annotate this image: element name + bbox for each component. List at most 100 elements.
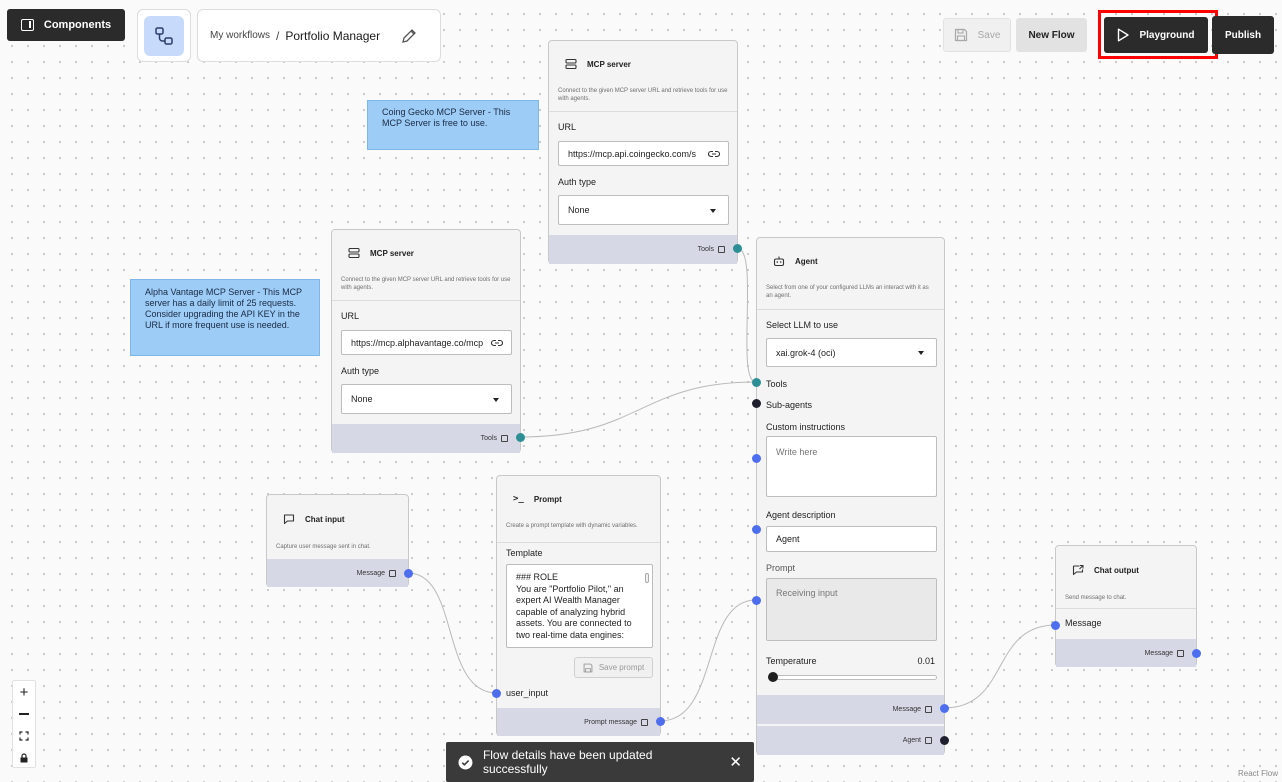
note-alphavantage[interactable]: Alpha Vantage MCP Server - This MCP serv… bbox=[130, 279, 320, 356]
temperature-slider-thumb[interactable] bbox=[768, 672, 778, 682]
react-flow-attribution[interactable]: React Flow bbox=[1237, 769, 1278, 778]
note-coingecko-text: Coing Gecko MCP Server - This MCP Server… bbox=[382, 107, 511, 128]
mcp-alphavantage-tools-handle[interactable] bbox=[516, 433, 525, 442]
save-prompt-button[interactable]: Save prompt bbox=[574, 657, 653, 678]
llm-select[interactable]: xai.grok-4 (oci) bbox=[766, 338, 937, 367]
mcp-server-node-alphavantage[interactable]: MCP server Connect to the given MCP serv… bbox=[331, 229, 521, 453]
chevron-down-icon bbox=[493, 398, 499, 402]
output-label: Message bbox=[1144, 649, 1173, 657]
minus-icon bbox=[19, 713, 29, 715]
agent-subagents-handle[interactable] bbox=[752, 399, 761, 408]
chat-input-message-handle[interactable] bbox=[404, 569, 413, 578]
edit-icon[interactable] bbox=[400, 27, 418, 45]
lock-button[interactable] bbox=[13, 747, 35, 769]
playground-label: Playground bbox=[1139, 29, 1195, 41]
url-value: https://mcp.alphavantage.co/mcp bbox=[351, 337, 484, 348]
url-label: URL bbox=[341, 311, 360, 321]
new-flow-button[interactable]: New Flow bbox=[1016, 18, 1087, 52]
save-button[interactable]: Save bbox=[943, 18, 1011, 52]
chat-output-message-output-handle[interactable] bbox=[1192, 649, 1201, 658]
output-type-icon bbox=[641, 718, 648, 726]
instructions-textarea[interactable]: Write here bbox=[766, 436, 937, 497]
url-input[interactable]: https://mcp.alphavantage.co/mcp bbox=[341, 330, 512, 355]
node-description: Connect to the given MCP server URL and … bbox=[558, 88, 728, 102]
node-footer: Prompt message bbox=[497, 708, 660, 736]
new-flow-label: New Flow bbox=[1028, 29, 1075, 41]
server-icon bbox=[348, 247, 360, 259]
auth-type-value: None bbox=[351, 394, 373, 404]
instructions-placeholder: Write here bbox=[776, 447, 818, 457]
node-footer: Message bbox=[1056, 639, 1196, 667]
flow-icon-button[interactable] bbox=[137, 9, 191, 62]
output-label: Tools bbox=[697, 246, 714, 253]
prompt-readonly-field: Receiving input bbox=[766, 578, 937, 641]
zoom-out-button[interactable] bbox=[13, 703, 35, 725]
message-port-label: Message bbox=[1065, 618, 1102, 628]
node-title: Agent bbox=[795, 256, 818, 266]
playground-button[interactable]: Playground bbox=[1104, 17, 1208, 53]
llm-value: xai.grok-4 (oci) bbox=[776, 347, 836, 358]
prompt-placeholder: Receiving input bbox=[776, 588, 838, 598]
mcp-coingecko-tools-handle[interactable] bbox=[733, 244, 742, 253]
breadcrumb-parent[interactable]: My workflows bbox=[210, 30, 271, 41]
robot-icon bbox=[773, 256, 785, 267]
auth-type-select[interactable]: None bbox=[558, 195, 729, 225]
node-footer: Message bbox=[267, 559, 408, 587]
agent-node[interactable]: Agent Select from one of your configured… bbox=[756, 237, 945, 755]
output-type-icon bbox=[718, 246, 725, 253]
node-title: MCP server bbox=[370, 248, 414, 258]
prompt-message-output-handle[interactable] bbox=[656, 717, 665, 726]
lock-icon bbox=[20, 753, 28, 763]
output-label: Message bbox=[356, 569, 385, 577]
agent-prompt-handle[interactable] bbox=[752, 596, 761, 605]
message-output-label: Message bbox=[892, 706, 921, 713]
agent-instructions-handle[interactable] bbox=[752, 454, 761, 463]
output-type-icon bbox=[925, 706, 932, 713]
toast-notification: Flow details have been updated successfu… bbox=[446, 742, 754, 782]
link-icon bbox=[708, 150, 720, 157]
publish-label: Publish bbox=[1224, 29, 1262, 41]
llm-label: Select LLM to use bbox=[766, 320, 839, 330]
description-value: Agent bbox=[776, 534, 800, 544]
floppy-icon bbox=[954, 28, 967, 42]
template-textarea[interactable]: ### ROLE You are "Portfolio Pilot," an e… bbox=[506, 564, 653, 648]
url-input[interactable]: https://mcp.api.coingecko.com/s bbox=[558, 141, 729, 166]
agent-agent-output-handle[interactable] bbox=[940, 736, 949, 745]
check-circle-icon bbox=[458, 755, 473, 769]
chat-input-node[interactable]: Chat input Capture user message sent in … bbox=[266, 494, 409, 587]
fit-view-button[interactable] bbox=[13, 725, 35, 747]
mcp-server-node-coingecko[interactable]: MCP server Connect to the given MCP serv… bbox=[548, 40, 738, 264]
publish-button[interactable]: Publish bbox=[1212, 16, 1274, 54]
user-input-port-label: user_input bbox=[506, 688, 549, 698]
node-description: Capture user message sent in chat. bbox=[276, 544, 371, 550]
components-button[interactable]: Components bbox=[7, 9, 125, 41]
output-label: Prompt message bbox=[584, 718, 637, 726]
link-icon bbox=[491, 339, 503, 346]
zoom-in-button[interactable]: + bbox=[19, 683, 29, 701]
prompt-label: Prompt bbox=[766, 563, 796, 573]
agent-message-output-handle[interactable] bbox=[940, 704, 949, 713]
agent-description-handle[interactable] bbox=[752, 525, 761, 534]
message-output-footer: Message bbox=[757, 695, 944, 724]
temperature-slider-track[interactable] bbox=[768, 675, 937, 680]
chat-icon bbox=[283, 514, 295, 525]
prompt-node[interactable]: >_ Prompt Create a prompt template with … bbox=[496, 475, 661, 736]
agent-tools-handle[interactable] bbox=[752, 378, 761, 387]
auth-type-select[interactable]: None bbox=[341, 384, 512, 414]
output-type-icon bbox=[501, 435, 508, 442]
template-scrollbar[interactable] bbox=[645, 573, 649, 583]
note-coingecko[interactable]: Coing Gecko MCP Server - This MCP Server… bbox=[367, 100, 539, 150]
chat-out-icon bbox=[1072, 565, 1084, 576]
chat-output-message-input-handle[interactable] bbox=[1051, 621, 1060, 630]
breadcrumb: My workflows / Portfolio Manager bbox=[197, 9, 441, 62]
prompt-user-input-handle[interactable] bbox=[492, 689, 501, 698]
save-prompt-label: Save prompt bbox=[598, 663, 645, 672]
close-icon[interactable]: ✕ bbox=[729, 753, 742, 771]
fit-view-icon bbox=[19, 731, 29, 741]
description-input[interactable]: Agent bbox=[766, 526, 937, 552]
terminal-icon: >_ bbox=[513, 494, 524, 504]
description-label: Agent description bbox=[766, 510, 836, 520]
chat-output-node[interactable]: Chat output Send message to chat. Messag… bbox=[1055, 545, 1197, 667]
note-alphavantage-text: Alpha Vantage MCP Server - This MCP serv… bbox=[145, 287, 302, 330]
canvas-controls: + bbox=[12, 680, 36, 768]
